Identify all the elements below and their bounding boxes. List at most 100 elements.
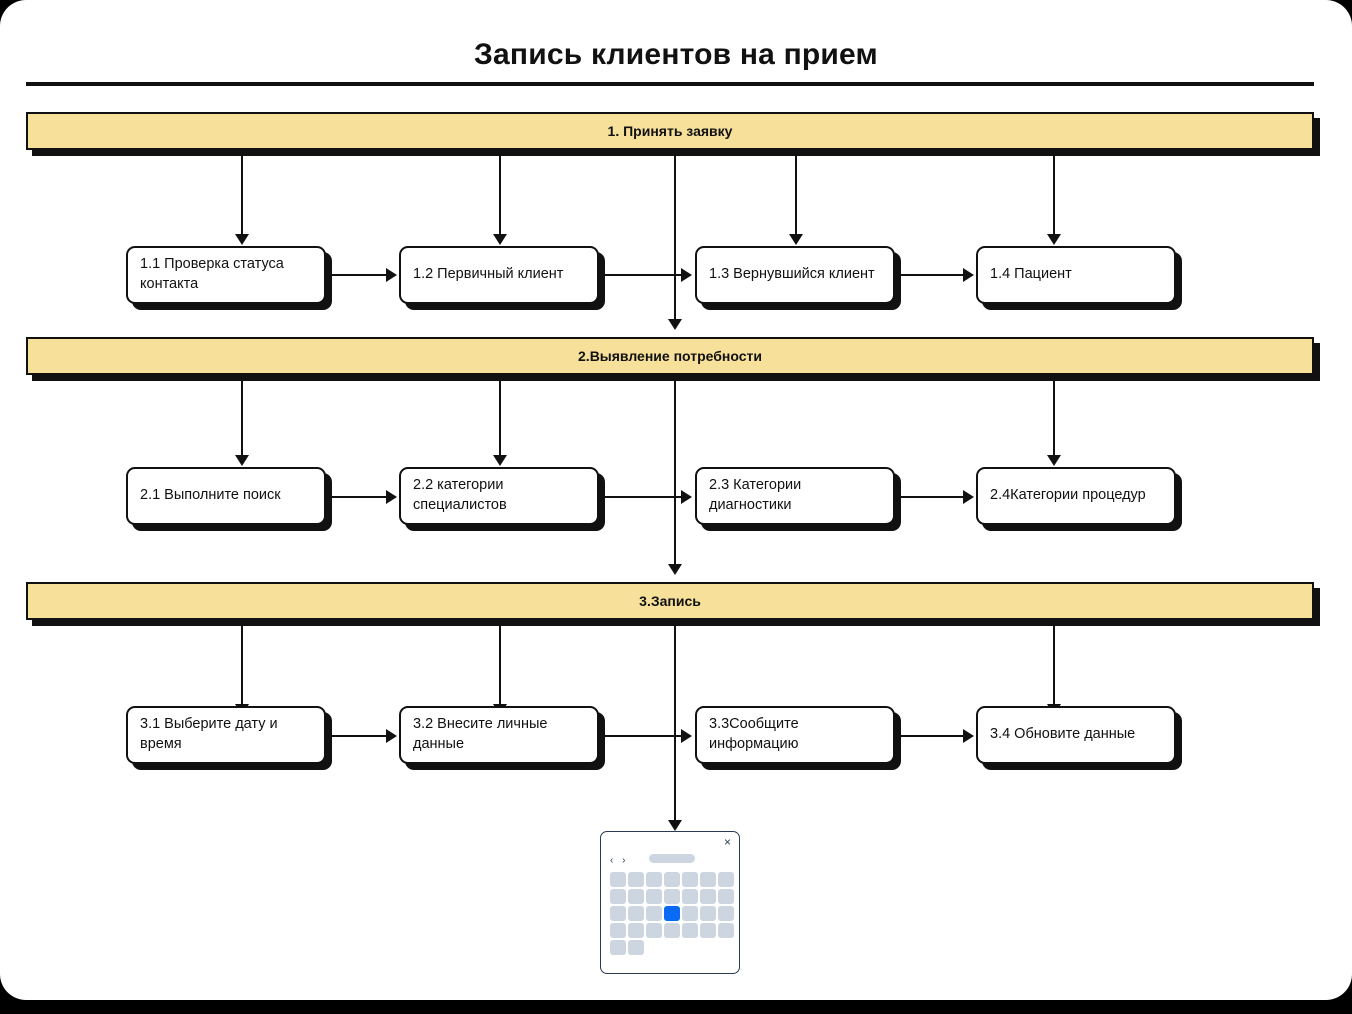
step-box-1-1-label: 1.1 Проверка статуса контакта <box>140 256 284 292</box>
spine-stage1-to-stage2 <box>674 156 676 321</box>
calendar-day[interactable] <box>628 906 644 921</box>
arrowhead-step11 <box>235 234 249 245</box>
arrowhead-step13-step14 <box>963 268 974 282</box>
calendar-day[interactable] <box>646 923 662 938</box>
calendar-popup[interactable]: × ‹ › <box>600 831 740 974</box>
calendar-day[interactable] <box>682 906 698 921</box>
calendar-day[interactable] <box>700 923 716 938</box>
calendar-day[interactable] <box>646 889 662 904</box>
calendar-day[interactable] <box>700 889 716 904</box>
arrowhead-step21 <box>235 455 249 466</box>
step-box-1-4[interactable]: 1.4 Пациент <box>976 246 1176 304</box>
stage-banner-2[interactable]: 2.Выявление потребности <box>26 337 1314 375</box>
step-box-3-4-label: 3.4 Обновите данные <box>990 726 1136 743</box>
connector-stage1-to-step11 <box>241 156 243 236</box>
step-box-2-1-label: 2.1 Выполните поиск <box>140 487 281 504</box>
arrowhead-calendar <box>668 820 682 831</box>
calendar-day[interactable] <box>610 889 626 904</box>
arrowhead-step24 <box>1047 455 1061 466</box>
spine-stage2-to-stage3 <box>674 381 676 566</box>
calendar-nav-chevrons[interactable]: ‹ › <box>610 855 629 866</box>
step-box-2-1[interactable]: 2.1 Выполните поиск <box>126 467 326 525</box>
step-box-1-2[interactable]: 1.2 Первичный клиент <box>399 246 599 304</box>
step-box-3-3[interactable]: 3.3Сообщите информацию <box>695 706 895 764</box>
bottom-caption <box>0 1000 1352 1014</box>
arrowhead-step33-step34 <box>963 729 974 743</box>
connector-stage2-to-step24 <box>1053 381 1055 457</box>
calendar-day[interactable] <box>682 923 698 938</box>
calendar-day-selected[interactable] <box>664 906 680 921</box>
arrowhead-step21-step22 <box>386 490 397 504</box>
calendar-day[interactable] <box>646 906 662 921</box>
step-box-1-1[interactable]: 1.1 Проверка статуса контакта <box>126 246 326 304</box>
title-divider <box>26 82 1314 86</box>
calendar-day[interactable] <box>610 923 626 938</box>
calendar-day[interactable] <box>682 872 698 887</box>
arrowhead-step22 <box>493 455 507 466</box>
step-box-3-4[interactable]: 3.4 Обновите данные <box>976 706 1176 764</box>
calendar-day[interactable] <box>718 923 734 938</box>
connector-step12-to-step13 <box>605 274 683 276</box>
stage-banner-3[interactable]: 3.Запись <box>26 582 1314 620</box>
step-box-3-1-label: 3.1 Выберите дату и время <box>140 716 278 752</box>
arrowhead-spine-stage2 <box>668 319 682 330</box>
step-box-1-2-label: 1.2 Первичный клиент <box>413 266 564 283</box>
step-box-3-1[interactable]: 3.1 Выберите дату и время <box>126 706 326 764</box>
calendar-day-grid[interactable] <box>610 872 734 955</box>
calendar-day[interactable] <box>628 940 644 955</box>
stage-banner-3-label: 3.Запись <box>639 593 701 609</box>
calendar-day[interactable] <box>610 872 626 887</box>
step-box-2-2-label: 2.2 категории специалистов <box>413 477 507 513</box>
calendar-day[interactable] <box>718 906 734 921</box>
calendar-day[interactable] <box>610 906 626 921</box>
step-box-1-3[interactable]: 1.3 Вернувшийся клиент <box>695 246 895 304</box>
calendar-month-label <box>649 854 695 863</box>
connector-step23-to-step24 <box>901 496 965 498</box>
step-box-3-2-label: 3.2 Внесите личные данные <box>413 716 548 752</box>
spine-stage3-to-calendar <box>674 626 676 822</box>
calendar-day[interactable] <box>700 906 716 921</box>
arrowhead-step12 <box>493 234 507 245</box>
connector-stage1-to-step12 <box>499 156 501 236</box>
calendar-day[interactable] <box>628 872 644 887</box>
step-box-2-3-label: 2.3 Категории диагностики <box>709 477 802 513</box>
calendar-day[interactable] <box>664 872 680 887</box>
connector-step13-to-step14 <box>901 274 965 276</box>
bottom-strip <box>0 1000 1352 1014</box>
connector-stage2-to-step22 <box>499 381 501 457</box>
calendar-day[interactable] <box>628 889 644 904</box>
step-box-2-2[interactable]: 2.2 категории специалистов <box>399 467 599 525</box>
stage-banner-2-label: 2.Выявление потребности <box>578 348 762 364</box>
calendar-day[interactable] <box>628 923 644 938</box>
arrowhead-spine-stage3 <box>668 564 682 575</box>
calendar-day[interactable] <box>646 872 662 887</box>
close-icon[interactable]: × <box>723 835 731 849</box>
connector-step31-to-step32 <box>332 735 388 737</box>
step-box-3-3-label: 3.3Сообщите информацию <box>709 716 799 752</box>
connector-step22-to-step23 <box>605 496 683 498</box>
calendar-day[interactable] <box>610 940 626 955</box>
step-box-1-3-label: 1.3 Вернувшийся клиент <box>709 266 875 283</box>
arrowhead-step32-step33 <box>681 729 692 743</box>
step-box-2-4-label: 2.4Категории процедур <box>990 487 1146 504</box>
arrowhead-step22-step23 <box>681 490 692 504</box>
stage-banner-1[interactable]: 1. Принять заявку <box>26 112 1314 150</box>
step-box-3-2[interactable]: 3.2 Внесите личные данные <box>399 706 599 764</box>
calendar-day[interactable] <box>700 872 716 887</box>
calendar-day[interactable] <box>718 872 734 887</box>
step-box-2-4[interactable]: 2.4Категории процедур <box>976 467 1176 525</box>
connector-step32-to-step33 <box>605 735 683 737</box>
connector-stage3-to-step34 <box>1053 626 1055 706</box>
arrowhead-step14 <box>1047 234 1061 245</box>
calendar-day[interactable] <box>718 889 734 904</box>
calendar-day[interactable] <box>682 889 698 904</box>
calendar-day[interactable] <box>664 923 680 938</box>
step-box-2-3[interactable]: 2.3 Категории диагностики <box>695 467 895 525</box>
connector-stage2-to-step21 <box>241 381 243 457</box>
calendar-day[interactable] <box>664 889 680 904</box>
arrowhead-step11-step12 <box>386 268 397 282</box>
connector-stage1-to-step14 <box>1053 156 1055 236</box>
stage-banner-1-label: 1. Принять заявку <box>607 123 733 139</box>
connector-step21-to-step22 <box>332 496 388 498</box>
